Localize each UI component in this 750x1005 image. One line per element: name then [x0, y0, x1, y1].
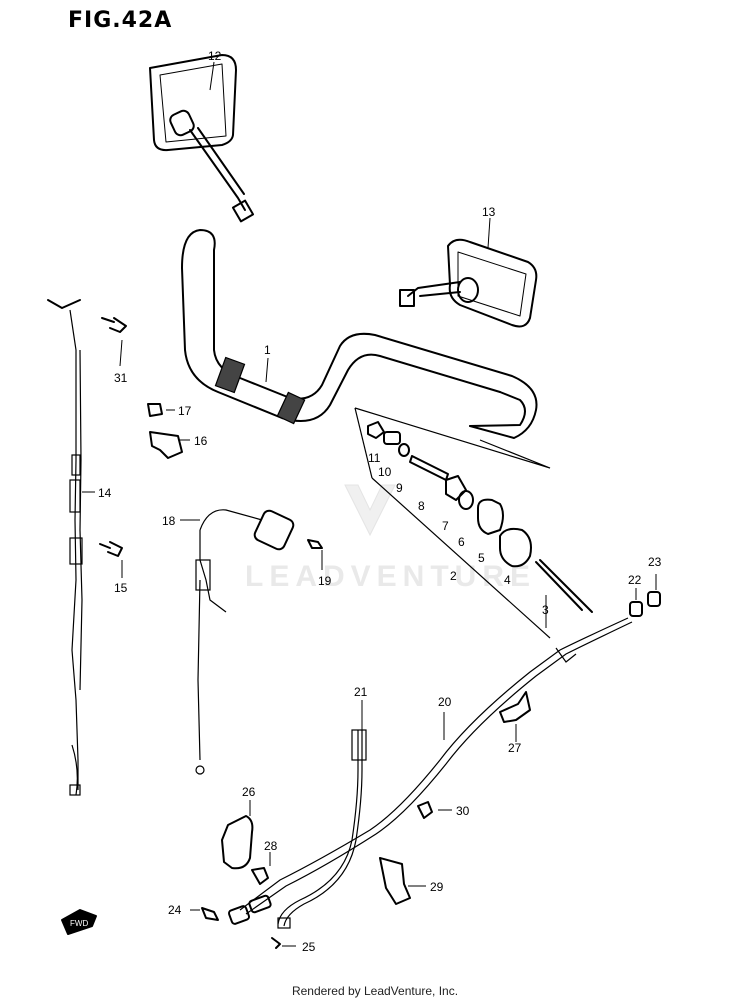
- callout-4: 4: [504, 573, 511, 587]
- callout-2: 2: [450, 569, 457, 583]
- callout-numbers: 12 13 1 31 17 16 14 15 18 19 11 10 9 8 7…: [98, 49, 662, 954]
- cable-end-connectors: [227, 894, 272, 925]
- bar-end-assembly: [354, 407, 593, 639]
- callout-15: 15: [114, 581, 128, 595]
- callout-12: 12: [208, 49, 222, 63]
- bracket-27: [499, 691, 531, 723]
- bolt-28: [251, 867, 269, 885]
- leader-lines: [82, 61, 657, 947]
- callout-25: 25: [302, 940, 316, 954]
- callout-7: 7: [442, 519, 449, 533]
- fwd-label: FWD: [70, 919, 88, 928]
- bolt-15: [99, 541, 123, 557]
- callout-28: 28: [264, 839, 278, 853]
- callout-17: 17: [178, 404, 192, 418]
- callout-8: 8: [418, 499, 425, 513]
- callout-20: 20: [438, 695, 452, 709]
- callout-18: 18: [162, 514, 176, 528]
- callout-27: 27: [508, 741, 522, 755]
- callout-19: 19: [318, 574, 332, 588]
- handlebar: [181, 229, 538, 439]
- bracket-26: [221, 815, 254, 870]
- mirror-left: [149, 54, 255, 223]
- screw-19: [307, 539, 323, 549]
- callout-23: 23: [648, 555, 662, 569]
- callout-22: 22: [628, 573, 642, 587]
- cable-21: [277, 729, 367, 929]
- callout-31: 31: [114, 371, 128, 385]
- bracket-29: [379, 857, 411, 905]
- callout-14: 14: [98, 486, 112, 500]
- callout-10: 10: [378, 465, 392, 479]
- cable-20: [239, 617, 633, 915]
- bolt-17: [147, 403, 163, 417]
- callout-5: 5: [478, 551, 485, 565]
- cable-14: [47, 299, 83, 796]
- cable-18: [195, 509, 295, 775]
- callout-1: 1: [264, 343, 271, 357]
- callout-16: 16: [194, 434, 208, 448]
- clip-25: [271, 937, 281, 949]
- callout-13: 13: [482, 205, 496, 219]
- bolt-30: [417, 801, 433, 819]
- footer-credit: Rendered by LeadVenture, Inc.: [291, 984, 459, 998]
- callout-9: 9: [396, 481, 403, 495]
- fwd-arrow-icon: FWD: [61, 909, 97, 935]
- part-23: [647, 591, 661, 607]
- bolt-31: [101, 317, 127, 333]
- leadventure-logo-watermark: [344, 484, 396, 537]
- callout-11: 11: [368, 451, 381, 465]
- callout-29: 29: [430, 880, 444, 894]
- callout-24: 24: [168, 903, 182, 917]
- part-22: [629, 601, 643, 617]
- callout-3: 3: [542, 603, 549, 617]
- watermark-text: LEADVENTURE: [245, 560, 537, 593]
- callout-21: 21: [354, 685, 368, 699]
- callout-26: 26: [242, 785, 256, 799]
- figure-title: FIG.42A: [68, 8, 173, 33]
- mirror-right: [399, 238, 538, 328]
- callout-6: 6: [458, 535, 465, 549]
- callout-30: 30: [456, 804, 470, 818]
- pin-24: [201, 907, 219, 921]
- bracket-16: [149, 431, 183, 459]
